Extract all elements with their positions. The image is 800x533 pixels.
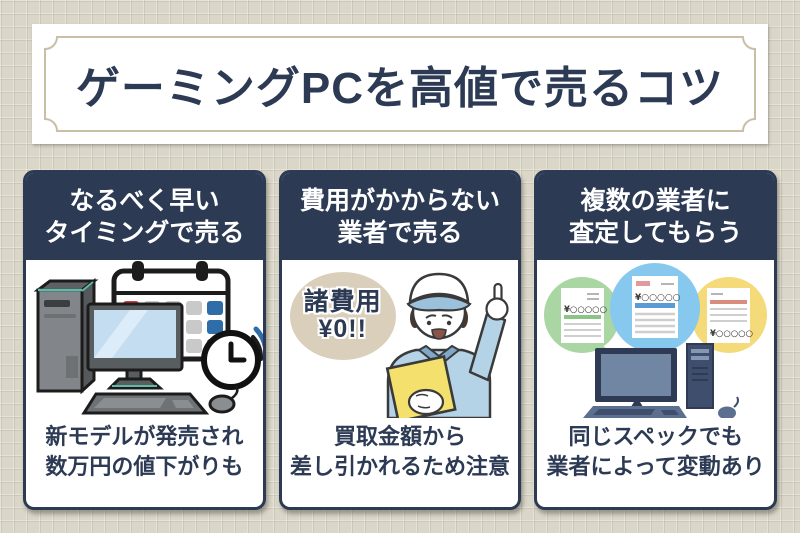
blue-quote-amount: ¥○○○○○ — [635, 293, 681, 303]
title-banner: ゲーミングPCを高値で売るコツ — [32, 24, 768, 144]
card-2-caption-line1: 買取金額から — [334, 424, 467, 449]
holding-hand-icon — [407, 388, 444, 416]
card-2-illustration: 諸費用 ¥0!! — [282, 260, 519, 418]
clock-icon — [201, 326, 263, 390]
card-3-header-line2: 査定してもらう — [569, 218, 743, 247]
card-no-fee-vendor: 費用がかからない 業者で売る 諸費用 ¥0!! — [278, 170, 522, 510]
mouse-icon — [718, 396, 740, 418]
monitor-icon — [595, 348, 678, 413]
card-3-illustration: ¥○○○○○ ¥○○○○○ — [537, 260, 774, 418]
mouse-icon — [208, 385, 239, 414]
pc-tower-icon — [33, 278, 99, 395]
card-1-header: なるべく早い タイミングで売る — [26, 173, 263, 260]
card-2-caption-line2: 差し引かれるため注意 — [290, 453, 511, 479]
pointing-hand-icon — [485, 282, 509, 321]
keyboard-icon — [583, 406, 688, 418]
pc-calendar-clock-icon — [33, 261, 263, 415]
cap-icon — [406, 272, 472, 312]
bubble-line1: 諸費用 — [303, 288, 382, 316]
tips-row: なるべく早い タイミングで売る — [23, 170, 778, 510]
green-quote-bubble-icon: ¥○○○○○ — [544, 277, 621, 358]
card-3-caption: 同じスペックでも 業者によって変動あり — [537, 422, 774, 481]
card-1-illustration — [26, 260, 263, 418]
card-2-caption: 買取金額から 差し引かれるため注意 — [282, 422, 519, 481]
no-fee-speech-bubble: 諸費用 ¥0!! — [289, 272, 396, 360]
keyboard-icon — [81, 392, 210, 415]
worker-icon — [385, 272, 509, 418]
card-1-header-line2: タイミングで売る — [44, 218, 245, 247]
card-multiple-appraisals: 複数の業者に 査定してもらう ¥○○○○○ — [534, 170, 778, 510]
quotes-and-pc-icon: ¥○○○○○ ¥○○○○○ — [544, 263, 768, 418]
monitor-icon — [86, 302, 184, 390]
green-quote-amount: ¥○○○○○ — [564, 305, 607, 315]
card-1-caption-line1: 新モデルが発売され — [45, 424, 244, 449]
card-1-caption-line2: 数万円の値下がりも — [45, 453, 244, 479]
bubble-line2: ¥0!! — [318, 315, 367, 343]
blue-quote-bubble-icon: ¥○○○○○ — [610, 263, 701, 364]
card-sell-early: なるべく早い タイミングで売る — [23, 170, 266, 510]
card-1-header-line1: なるべく早い — [69, 187, 220, 215]
card-3-header-line1: 複数の業者に — [580, 187, 731, 215]
page-title: ゲーミングPCを高値で売るコツ — [75, 64, 725, 113]
decorative-frame — [44, 36, 756, 132]
card-2-header: 費用がかからない 業者で売る — [281, 173, 519, 260]
card-3-header: 複数の業者に 査定してもらう — [537, 173, 775, 260]
card-2-header-line1: 費用がかからない — [300, 187, 501, 215]
card-2-header-line2: 業者で売る — [337, 218, 463, 247]
yellow-quote-amount: ¥○○○○○ — [710, 329, 753, 339]
pc-tower-icon — [686, 343, 715, 409]
card-1-caption: 新モデルが発売され 数万円の値下がりも — [26, 422, 263, 481]
card-3-caption-line2: 業者によって変動あり — [546, 453, 765, 479]
card-3-caption-line1: 同じスペックでも — [568, 424, 743, 449]
